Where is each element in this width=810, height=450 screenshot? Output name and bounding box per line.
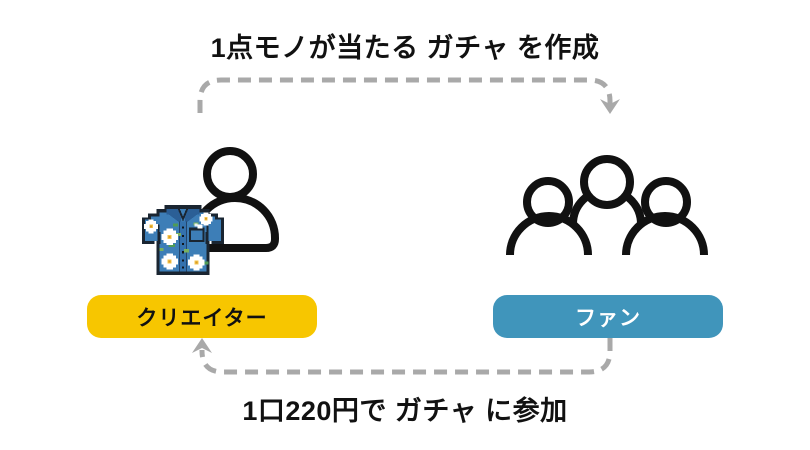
top-flow-label: 1点モノが当たる ガチャ を作成 (210, 33, 600, 63)
fans-badge: ファン (493, 295, 723, 338)
bottom-flow-label: 1口220円で ガチャ に参加 (242, 396, 568, 426)
creator-badge-label: クリエイター (136, 306, 268, 330)
fans-badge-label: ファン (575, 306, 641, 330)
hawaiian-shirt-icon (142, 205, 224, 275)
people-group-icon (506, 155, 708, 256)
arrow-down-icon (600, 99, 620, 114)
arrow-up-icon (192, 338, 212, 353)
creator-badge: クリエイター (87, 295, 317, 338)
bottom-flow-arrow-path (199, 338, 613, 375)
top-flow-arrow-path (197, 77, 613, 113)
